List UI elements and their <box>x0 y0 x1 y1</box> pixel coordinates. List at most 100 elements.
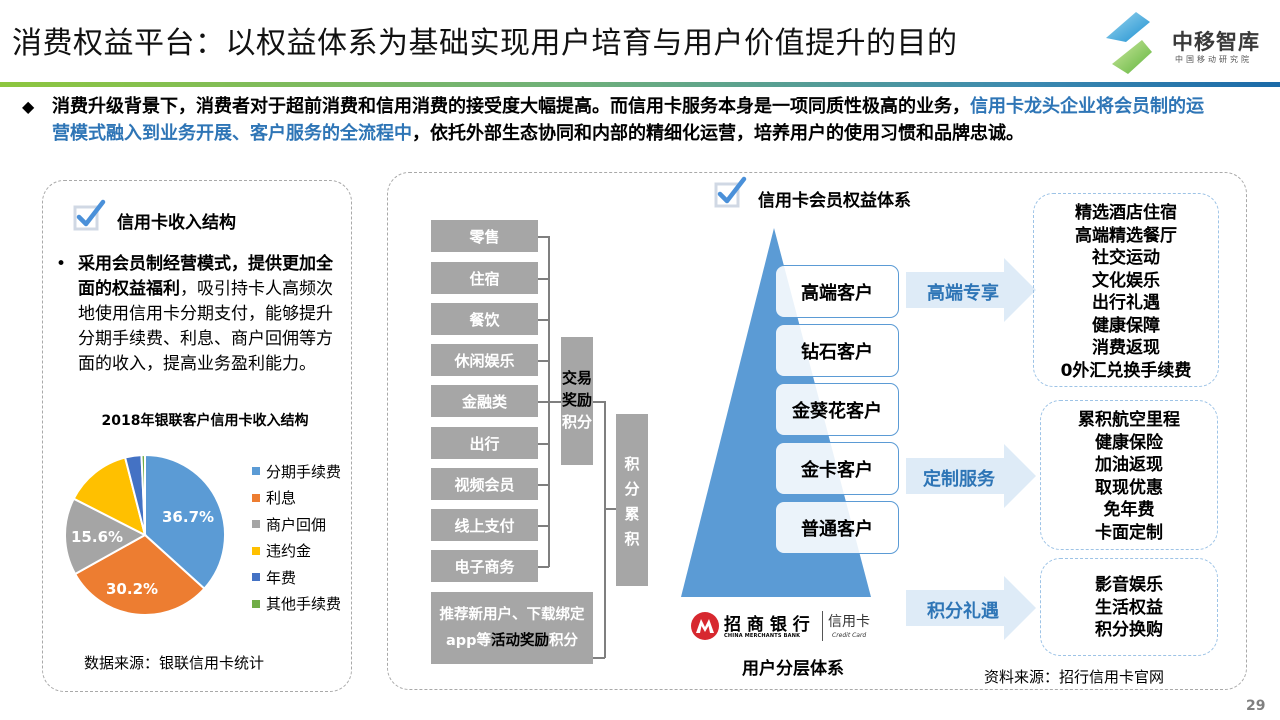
benefit-item: 健康保险 <box>1095 432 1163 453</box>
pie-chart-title: 2018年银联客户信用卡收入结构 <box>101 413 309 429</box>
pie-slice <box>144 453 226 591</box>
benefit-box-premium: 精选酒店住宿 高端精选餐厅 社交运动 文化娱乐 出行礼遇 健康保障 消费返现 0… <box>1033 193 1219 387</box>
arrow-right-icon <box>906 258 1036 322</box>
cmb-logo-icon <box>691 612 719 640</box>
benefit-item: 生活权益 <box>1095 597 1163 618</box>
legend-item: 利息 <box>252 485 341 512</box>
legend-label: 商户回佣 <box>266 515 327 534</box>
category-leisure: 休闲娱乐 <box>431 344 538 376</box>
connector-line <box>538 360 549 362</box>
activity-reward-points-box: 推荐新用户、下载绑定 app等活动奖励积分 <box>431 592 593 664</box>
activity-text: 积分 <box>549 633 579 649</box>
benefit-item: 出行礼遇 <box>1092 293 1160 313</box>
legend-swatch <box>252 467 260 476</box>
acc-char: 分 <box>624 480 640 498</box>
arrow-right-icon <box>906 576 1036 640</box>
tier-premium: 高端客户 <box>775 265 899 318</box>
page-title: 消费权益平台：以权益体系为基础实现用户培育与用户价值提升的目的 <box>12 26 958 61</box>
description-text: ，吸引持卡人高频次地使用信用卡分期支付，能够提升分期手续费、利息、商户回佣等方面… <box>78 279 333 374</box>
pyramid-caption: 用户分层体系 <box>742 659 844 679</box>
membership-benefits-title: 信用卡会员权益体系 <box>758 191 911 211</box>
connector-line <box>538 401 561 403</box>
pie-slice <box>64 497 148 576</box>
benefits-data-source: 资料来源：招行信用卡官网 <box>984 668 1165 686</box>
category-lodging: 住宿 <box>431 262 538 294</box>
income-structure-title: 信用卡收入结构 <box>117 213 236 233</box>
intro-text-highlight: 信用卡龙头企业将会员制的运营模式融入到业务开展、客户服务的全流程中 <box>52 96 1204 144</box>
legend-label: 利息 <box>266 489 297 508</box>
legend-swatch <box>252 599 260 608</box>
legend-item: 其他手续费 <box>252 591 341 618</box>
legend-item: 年费 <box>252 564 341 591</box>
benefit-item: 健康保障 <box>1092 315 1160 336</box>
tier-standard: 普通客户 <box>775 501 899 554</box>
category-finance: 金融类 <box>431 385 538 417</box>
tier-diamond: 钻石客户 <box>775 324 899 377</box>
acc-char: 积 <box>624 530 640 548</box>
benefit-item: 积分换购 <box>1095 620 1163 640</box>
activity-text-highlight: 活动奖励 <box>491 633 550 649</box>
income-structure-description: • 采用会员制经营模式，提供更加全面的权益福利，吸引持卡人高频次地使用信用卡分期… <box>56 252 346 377</box>
pie-slice <box>140 453 146 536</box>
activity-text: app等 <box>445 633 492 649</box>
legend-swatch <box>252 520 260 529</box>
pie-slice <box>72 456 147 537</box>
category-dining: 餐饮 <box>431 303 538 335</box>
connector-line <box>538 236 549 238</box>
pie-legend: 分期手续费 利息 商户回佣 违约金 年费 其他手续费 <box>252 458 341 617</box>
category-retail: 零售 <box>431 220 538 252</box>
tier-gold: 金卡客户 <box>775 442 899 495</box>
bank-name-en: CHINA MERCHANTS BANK <box>724 633 801 639</box>
benefit-item: 累积航空里程 <box>1078 410 1180 430</box>
bullet-dot-icon: • <box>56 254 67 274</box>
tx-label-line: 积分 <box>561 413 592 431</box>
bank-name-cn: 招 商 银 行 <box>724 615 810 635</box>
page-number: 29 <box>1246 698 1266 714</box>
checkbox-checked-icon <box>714 176 747 208</box>
diamond-bullet-icon: ◆ <box>22 97 35 116</box>
connector-bracket <box>548 236 550 567</box>
description-bold: 采用会员制经营模式，提供更加全面的权益福利 <box>78 254 333 299</box>
benefit-box-custom: 累积航空里程 健康保险 加油返现 取现优惠 免年费 卡面定制 <box>1040 400 1218 550</box>
income-structure-panel <box>42 180 352 692</box>
legend-label: 其他手续费 <box>266 595 342 614</box>
benefit-item: 取现优惠 <box>1095 477 1163 498</box>
benefit-item: 加油返现 <box>1095 455 1163 475</box>
title-divider-bar <box>0 82 1280 87</box>
activity-line2: app等活动奖励积分 <box>431 628 593 654</box>
acc-char: 累 <box>624 505 640 523</box>
pie-label-interest: 30.2% <box>106 580 159 598</box>
pie-slice <box>73 533 206 616</box>
category-online-payment: 线上支付 <box>431 509 538 541</box>
legend-swatch <box>252 573 260 582</box>
membership-benefits-panel <box>387 172 1247 690</box>
category-travel: 出行 <box>431 427 538 459</box>
logo-subtitle: 中国移动研究院 <box>1175 55 1252 64</box>
connector-line <box>593 401 605 403</box>
legend-item: 违约金 <box>252 538 341 565</box>
intro-text-part1: 消费升级背景下，消费者对于超前消费和信用消费的接受度大幅提高。而信用卡服务本身是… <box>52 96 970 117</box>
tx-label-line: 奖励 <box>561 391 592 409</box>
checkbox-checked-icon <box>73 199 106 231</box>
benefit-item: 免年费 <box>1103 500 1155 520</box>
arrow-label-premium: 高端专享 <box>927 283 999 304</box>
income-data-source: 数据来源：银联信用卡统计 <box>84 654 265 672</box>
benefit-item: 文化娱乐 <box>1092 270 1160 291</box>
intro-paragraph: ◆ 消费升级背景下，消费者对于超前消费和信用消费的接受度大幅提高。而信用卡服务本… <box>22 93 1212 147</box>
arrow-label-custom: 定制服务 <box>923 469 995 490</box>
connector-line <box>538 484 549 486</box>
logo-name: 中移智库 <box>1172 30 1260 54</box>
legend-label: 违约金 <box>266 542 312 561</box>
logo-divider <box>822 611 823 641</box>
benefit-item: 卡面定制 <box>1095 522 1163 543</box>
tx-label-line: 交易 <box>561 369 592 387</box>
connector-line <box>538 566 549 568</box>
card-name-en: Credit Card <box>832 632 867 639</box>
connector-line <box>593 657 605 659</box>
category-ecommerce: 电子商务 <box>431 550 538 582</box>
activity-line1: 推荐新用户、下载绑定 <box>439 607 585 623</box>
income-pie-chart <box>64 453 226 616</box>
acc-char: 积 <box>624 455 640 473</box>
company-logo-icon <box>1106 12 1152 74</box>
legend-item: 商户回佣 <box>252 511 341 538</box>
